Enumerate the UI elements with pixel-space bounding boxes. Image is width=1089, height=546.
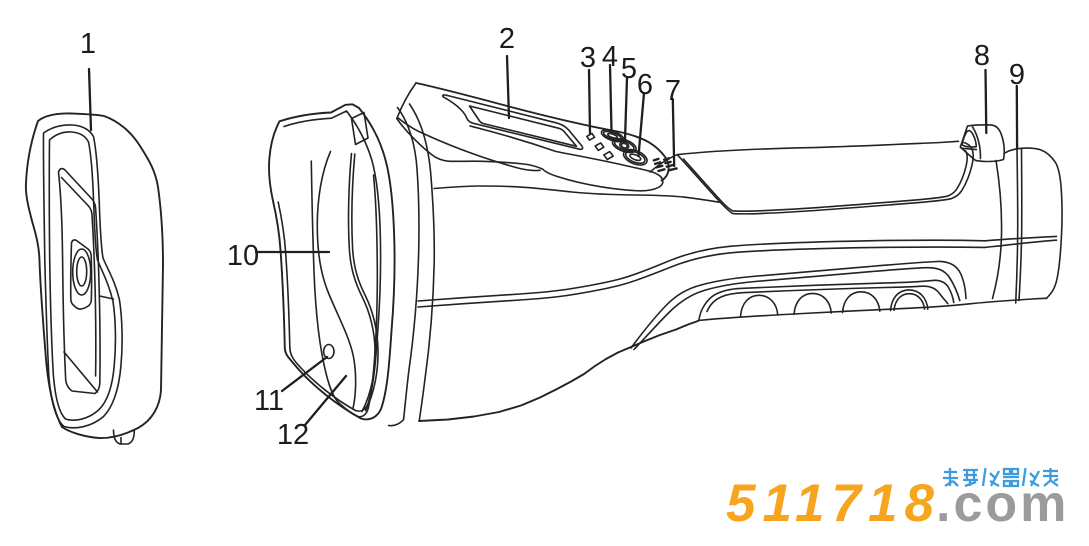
svg-text:12: 12 <box>277 419 309 451</box>
svg-text:2: 2 <box>499 23 515 55</box>
svg-text:3: 3 <box>580 42 596 74</box>
svg-text:7: 7 <box>665 75 681 107</box>
svg-text:8: 8 <box>974 40 990 72</box>
svg-text:4: 4 <box>602 41 618 73</box>
svg-text:10: 10 <box>227 240 259 272</box>
svg-text:511718: 511718 <box>726 474 941 533</box>
svg-text:9: 9 <box>1009 59 1025 91</box>
svg-text:6: 6 <box>637 69 653 101</box>
svg-text:1: 1 <box>80 28 96 60</box>
svg-text:11: 11 <box>254 385 284 417</box>
svg-text:5: 5 <box>621 53 637 85</box>
